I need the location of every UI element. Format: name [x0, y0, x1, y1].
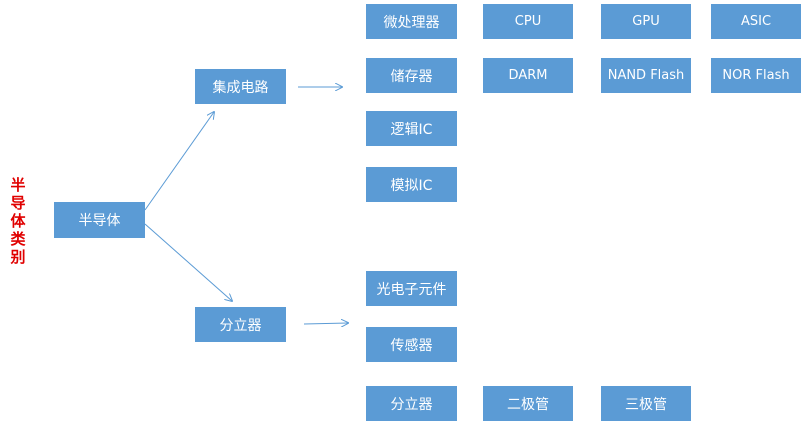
node-analog-ic: 模拟IC	[366, 167, 457, 202]
node-discrete-device: 分立器	[195, 307, 286, 342]
arrow-root-to-discrete	[144, 223, 232, 301]
node-optoelectronic: 光电子元件	[366, 271, 457, 306]
arrow-root-to-ic	[144, 112, 214, 211]
node-diode: 二极管	[483, 386, 573, 421]
node-asic: ASIC	[711, 4, 801, 39]
node-discrete-component: 分立器	[366, 386, 457, 421]
node-gpu: GPU	[601, 4, 691, 39]
side-title: 半导体类别	[10, 176, 26, 266]
node-nor-flash: NOR Flash	[711, 58, 801, 93]
node-semiconductor: 半导体	[54, 202, 145, 238]
node-sensor: 传感器	[366, 327, 457, 362]
node-memory: 储存器	[366, 58, 457, 93]
node-triode: 三极管	[601, 386, 691, 421]
node-integrated-circuit: 集成电路	[195, 69, 286, 104]
node-logic-ic: 逻辑IC	[366, 111, 457, 146]
node-cpu: CPU	[483, 4, 573, 39]
node-darm: DARM	[483, 58, 573, 93]
node-nand-flash: NAND Flash	[601, 58, 691, 93]
arrow-discrete-to-children	[303, 323, 348, 324]
node-microprocessor: 微处理器	[366, 4, 457, 39]
